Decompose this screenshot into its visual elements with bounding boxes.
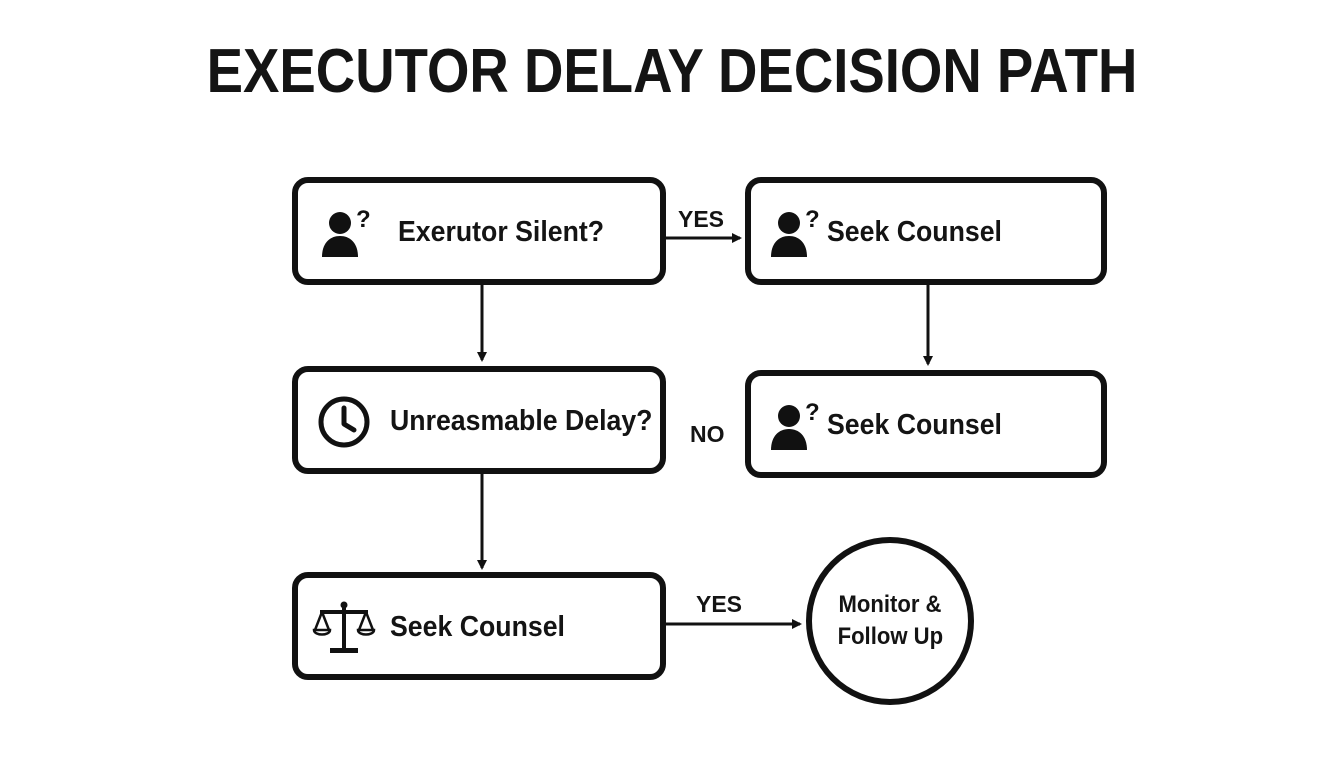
diagram-title: EXECUTOR DELAY DECISION PATH	[206, 37, 1138, 106]
node-label: Seek Counsel	[827, 216, 1002, 248]
node-unreasonable-delay[interactable]: Unreasmable Delay?	[292, 366, 666, 474]
node-label: Unreasmable Delay?	[390, 405, 653, 437]
node-monitor-follow-up[interactable]: Monitor & Follow Up	[806, 537, 974, 705]
node-executor-silent[interactable]: ? Exerutor Silent?	[292, 177, 666, 285]
node-label-line1: Monitor &	[838, 591, 942, 618]
svg-text:?: ?	[805, 206, 820, 233]
node-seek-counsel-bottom[interactable]: Seek Counsel	[292, 572, 666, 680]
edge-label-no: NO	[690, 421, 725, 447]
node-label: Exerutor Silent?	[398, 216, 605, 248]
person-question-icon: ?	[322, 206, 371, 257]
person-question-icon: ?	[771, 399, 820, 450]
node-label: Seek Counsel	[827, 409, 1002, 441]
node-seek-counsel-mid[interactable]: ? Seek Counsel	[745, 370, 1107, 478]
clock-icon	[318, 396, 370, 448]
node-label: Seek Counsel	[390, 611, 565, 643]
scales-icon	[312, 601, 376, 653]
edge-label-yes-bottom: YES	[696, 591, 743, 617]
edge-label-yes-top: YES	[678, 206, 725, 232]
svg-text:?: ?	[805, 399, 820, 426]
node-seek-counsel-top[interactable]: ? Seek Counsel	[745, 177, 1107, 285]
person-question-icon: ?	[771, 206, 820, 257]
svg-text:?: ?	[356, 206, 371, 233]
node-label-line2: Follow Up	[837, 623, 943, 650]
